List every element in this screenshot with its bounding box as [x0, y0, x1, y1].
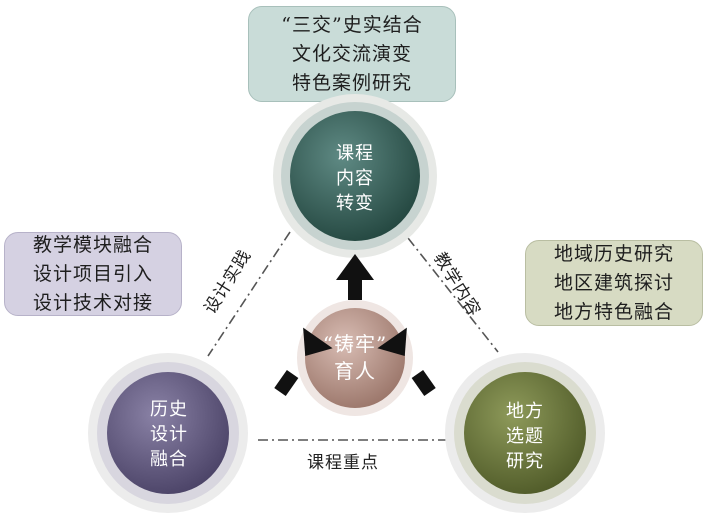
node-center-line-1: “铸牢” — [322, 332, 388, 356]
left-box-line-1: 教学模块融合 — [32, 233, 153, 256]
top-box-line-3: 特色案例研究 — [291, 71, 412, 94]
node-right-line-3: 研究 — [506, 450, 544, 472]
left-box-line-2: 设计项目引入 — [32, 262, 153, 285]
node-left-label: 历史 设计 融合 — [119, 392, 219, 476]
node-right-line-2: 选题 — [506, 425, 544, 447]
arrow-down-right — [377, 327, 436, 397]
connector-right — [407, 237, 499, 353]
node-top-line-2: 内容 — [336, 167, 374, 189]
node-top-course-content — [273, 94, 437, 258]
edge-label-course-focus: 课程重点 — [307, 453, 379, 473]
node-right-line-1: 地方 — [506, 400, 544, 422]
node-left-history-design — [88, 353, 248, 513]
left-box-line-3: 设计技术对接 — [32, 291, 153, 314]
node-right-label: 地方 选题 研究 — [470, 394, 580, 478]
node-right-local-topics — [445, 353, 605, 513]
node-top-line-3: 转变 — [336, 192, 374, 214]
node-center-line-2: 育人 — [334, 359, 376, 383]
node-center-label: “铸牢” 育人 — [305, 328, 405, 388]
left-info-box: 教学模块融合 设计项目引入 设计技术对接 — [4, 232, 182, 316]
top-box-line-1: “三交”史实结合 — [281, 13, 423, 36]
node-top-line-1: 课程 — [336, 142, 374, 164]
right-box-line-3: 地方特色融合 — [553, 300, 674, 323]
node-left-line-1: 历史 — [150, 398, 188, 420]
node-left-line-3: 融合 — [150, 448, 188, 470]
node-left-line-2: 设计 — [150, 423, 188, 445]
arrow-down-left — [274, 327, 333, 397]
right-box-line-1: 地域历史研究 — [553, 242, 674, 265]
top-box-line-2: 文化交流演变 — [291, 42, 412, 65]
top-info-box: “三交”史实结合 文化交流演变 特色案例研究 — [248, 6, 456, 102]
arrow-up — [336, 254, 374, 300]
node-top-label: 课程 内容 转变 — [305, 136, 405, 220]
connector-left — [207, 231, 291, 357]
right-info-box: 地域历史研究 地区建筑探讨 地方特色融合 — [525, 240, 703, 326]
node-center — [297, 300, 413, 416]
right-box-line-2: 地区建筑探讨 — [553, 271, 674, 294]
